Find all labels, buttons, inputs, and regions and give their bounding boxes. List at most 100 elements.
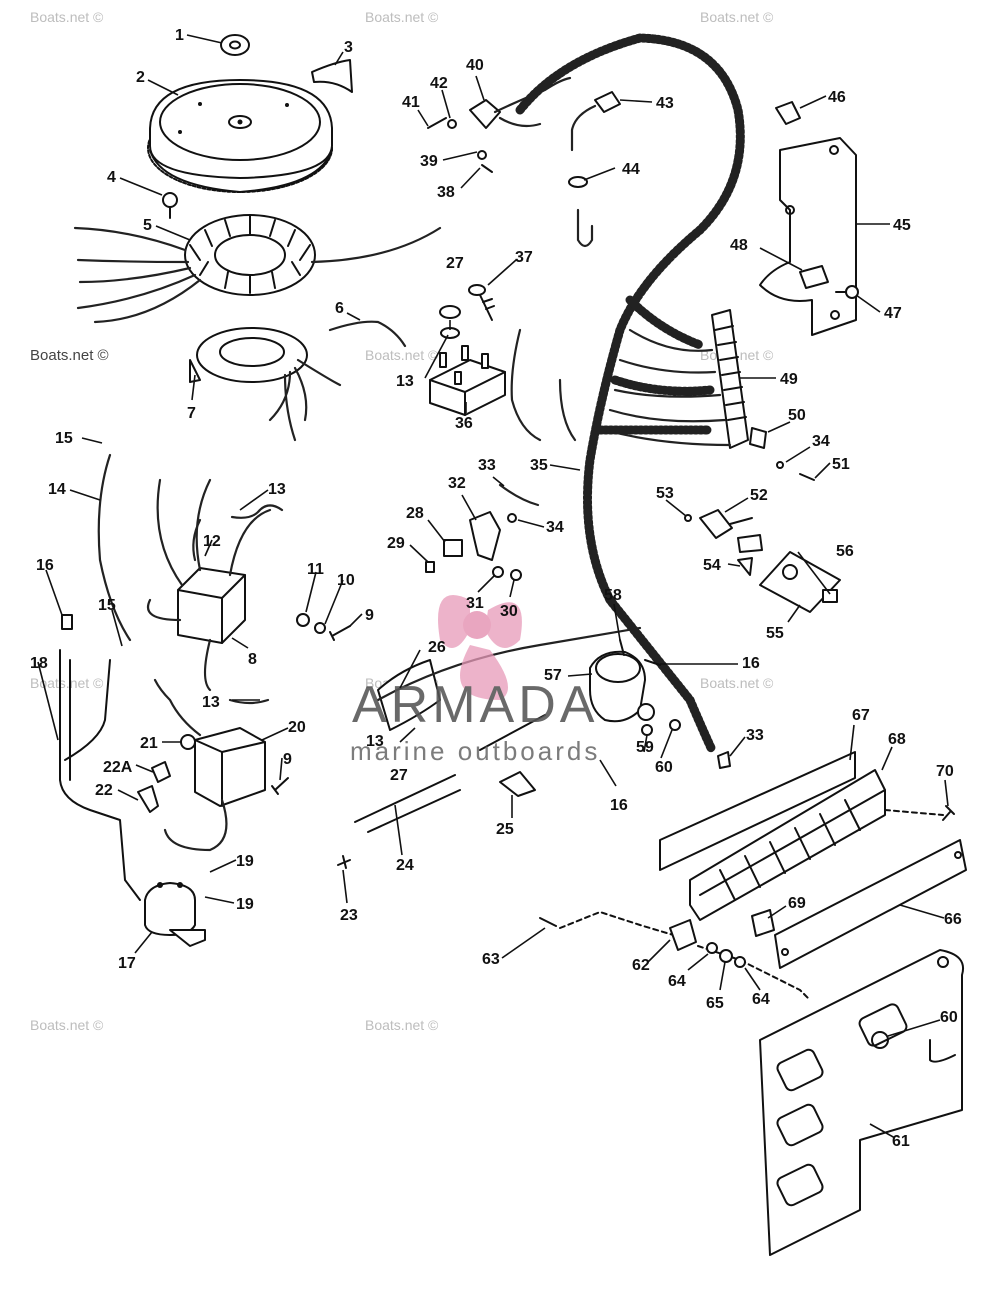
callout-39: 39: [420, 153, 438, 170]
callout-21: 21: [140, 735, 158, 752]
logo-tagline: marine outboards: [350, 736, 600, 766]
callout-17: 17: [118, 955, 136, 972]
callout-42: 42: [430, 75, 448, 92]
callout-13: 13: [366, 733, 384, 750]
nut-part-56: [822, 589, 838, 603]
callout-47: 47: [884, 305, 902, 322]
callout-63: 63: [482, 951, 500, 968]
callout-49: 49: [780, 371, 798, 388]
cable-part-24: [354, 774, 461, 833]
parts-drawing: [59, 33, 967, 1256]
washer-part-21: [180, 734, 196, 750]
screw-part-38: [481, 164, 493, 173]
nut-part-1: [220, 34, 250, 56]
lead-part-33: [498, 483, 540, 507]
callout-22: 22: [95, 782, 113, 799]
rectifier-part-36: [429, 345, 506, 416]
washer-part-65: [719, 949, 733, 963]
callout-54: 54: [703, 557, 721, 574]
dashed-line: [884, 809, 944, 816]
callout-13: 13: [396, 373, 414, 390]
screw-part-58: [619, 639, 625, 656]
callout-40: 40: [466, 57, 484, 74]
terminal-block-part-40: [469, 76, 572, 129]
callout-35: 35: [530, 457, 548, 474]
callout-32: 32: [448, 475, 466, 492]
coil-part-20: [153, 678, 266, 852]
washer-part-34: [507, 513, 517, 523]
logo-name: ARMADA: [352, 676, 598, 734]
callout-6: 6: [335, 300, 344, 317]
callout-59: 59: [636, 739, 654, 756]
callout-13: 13: [202, 694, 220, 711]
callout-18: 18: [30, 655, 48, 672]
callout-36: 36: [455, 415, 473, 432]
watermark-text: Boats.net ©: [365, 347, 439, 363]
callout-65: 65: [706, 995, 724, 1012]
callout-23: 23: [340, 907, 358, 924]
callout-30: 30: [500, 603, 518, 620]
callout-8: 8: [248, 651, 257, 668]
boot-part-25: [499, 771, 536, 797]
callout-46: 46: [828, 89, 846, 106]
screw-part-37: [468, 284, 495, 321]
watermark-text: Boats.net ©: [30, 675, 104, 691]
jumper-part-69: [751, 909, 775, 937]
callout-43: 43: [656, 95, 674, 112]
washer-part-64: [706, 942, 718, 954]
grommet-part-44: [568, 176, 588, 188]
callout-19: 19: [236, 853, 254, 870]
callout-33: 33: [746, 727, 764, 744]
callout-45: 45: [893, 217, 911, 234]
washer-part-53: [684, 514, 692, 522]
watermark-text: Boats.net ©: [700, 675, 774, 691]
callout-4: 4: [107, 169, 116, 186]
armada-logo: ARMADA marine outboards: [350, 595, 600, 766]
callout-56: 56: [836, 543, 854, 560]
fuse-block-part-68: [689, 769, 886, 921]
callout-60: 60: [655, 759, 673, 776]
wire-loop-part-44: [576, 208, 594, 248]
flywheel-part-2: [147, 79, 333, 193]
key-part-54: [737, 557, 753, 576]
sender-part-43: [570, 91, 621, 152]
spacer-part-29: [425, 561, 435, 573]
terminal-part-16: [61, 614, 73, 630]
nut-part-30: [510, 569, 522, 581]
callout-20: 20: [288, 719, 306, 736]
callout-70: 70: [936, 763, 954, 780]
callout-14: 14: [48, 481, 66, 498]
callout-34: 34: [546, 519, 564, 536]
ignition-switch-part-52: [699, 509, 763, 553]
callout-55: 55: [766, 625, 784, 642]
clip-part-46: [775, 101, 801, 125]
callout-27: 27: [390, 767, 408, 784]
callout-15: 15: [98, 597, 116, 614]
callout-37: 37: [515, 249, 533, 266]
washer-part-59: [641, 724, 653, 736]
washer-part-34: [776, 461, 784, 469]
watermark-text: Boats.net ©: [30, 9, 104, 25]
lead-part-12: [192, 518, 202, 562]
callout-28: 28: [406, 505, 424, 522]
washer-part-64: [734, 956, 746, 968]
callout-25: 25: [496, 821, 514, 838]
screw-part-16: [644, 659, 661, 666]
callout-64: 64: [668, 973, 686, 990]
clip-part-22a: [151, 761, 171, 783]
trigger-part-7: [189, 327, 342, 442]
callout-44: 44: [622, 161, 640, 178]
clamp-part-48: [799, 265, 829, 289]
callout-57: 57: [544, 667, 562, 684]
nut-part-60: [669, 719, 681, 731]
battery-cable: [376, 626, 642, 702]
jumper-part-50: [749, 427, 767, 449]
callout-13: 13: [268, 481, 286, 498]
callout-41: 41: [402, 94, 420, 111]
callout-16: 16: [742, 655, 760, 672]
key-part-3: [311, 59, 353, 93]
wire-part-14: [97, 453, 132, 642]
callout-53: 53: [656, 485, 674, 502]
callout-50: 50: [788, 407, 806, 424]
cable-part-16: [479, 714, 546, 751]
